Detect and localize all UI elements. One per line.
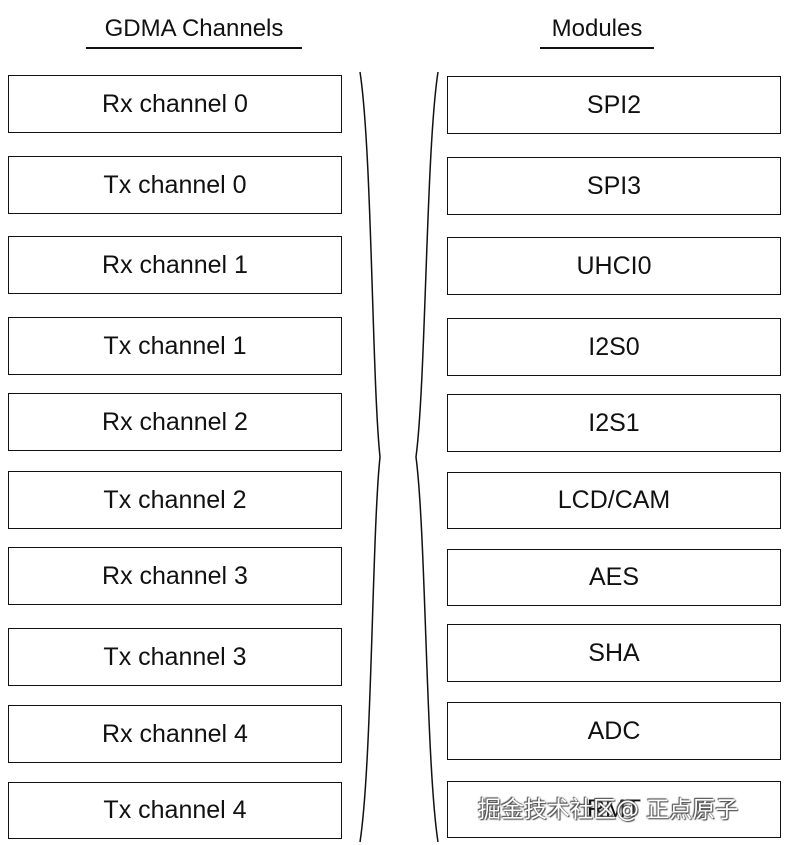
channel-box: Rx channel 4 [8,705,342,763]
channel-box: Rx channel 1 [8,236,342,294]
module-box: SPI2 [447,76,781,134]
channel-box: Rx channel 2 [8,393,342,451]
module-box: SHA [447,624,781,682]
channel-box: Rx channel 3 [8,547,342,605]
heading-underline [540,47,654,49]
watermark: 掘金技术社区@ 正点原子 [478,797,739,823]
channel-box: Rx channel 0 [8,75,342,133]
gdma-channels-heading-text: GDMA Channels [104,15,284,42]
channel-box: Tx channel 1 [8,317,342,375]
channel-box: Tx channel 0 [8,156,342,214]
module-box: AES [447,549,781,606]
module-box: SPI3 [447,157,781,215]
gdma-channels-heading: GDMA Channels [86,14,302,49]
module-box: LCD/CAM [447,472,781,529]
channel-box: Tx channel 3 [8,628,342,686]
module-box: RMT [447,781,781,838]
right-curly-brace [359,71,381,843]
module-box: UHCI0 [447,237,781,295]
module-box: I2S1 [447,394,781,452]
left-curly-brace [415,71,439,843]
channel-box: Tx channel 4 [8,782,342,839]
heading-underline [86,47,302,49]
module-box: I2S0 [447,318,781,376]
channel-box: Tx channel 2 [8,471,342,529]
modules-heading: Modules [540,14,654,49]
modules-heading-text: Modules [551,15,643,42]
module-box: ADC [447,702,781,760]
